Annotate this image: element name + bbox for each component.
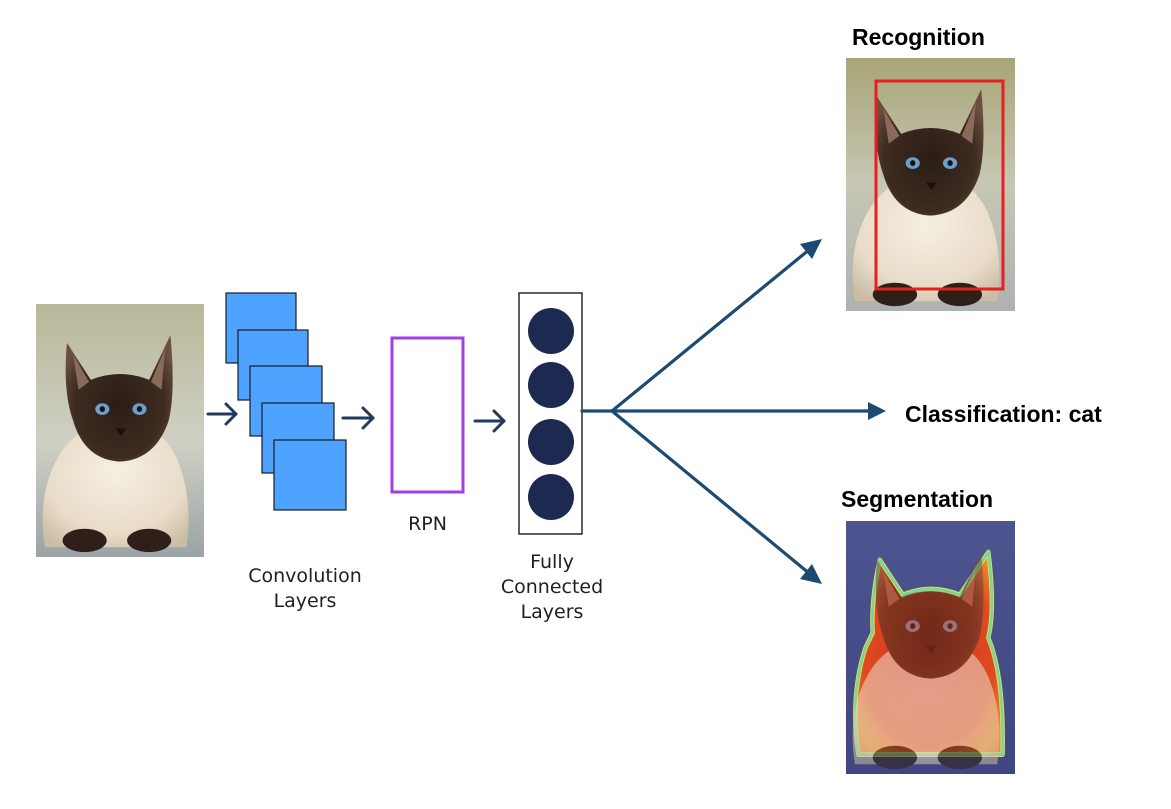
fc-node-2 [528, 362, 574, 408]
rpn-label: RPN [408, 513, 447, 535]
arrow-input-to-conv [206, 402, 238, 426]
arrow-to-recognition [610, 247, 812, 413]
fc-node-1 [528, 308, 574, 354]
segmentation-image [846, 521, 1015, 774]
fc-node-4 [528, 474, 574, 520]
conv-layer-5 [273, 439, 347, 511]
output-arrows [580, 247, 874, 576]
rpn-box [390, 336, 465, 494]
conv-layers [225, 292, 347, 511]
fc-layers [518, 292, 583, 535]
input-image [36, 304, 204, 557]
arrowhead-classification [868, 402, 886, 420]
bounding-box [874, 79, 1005, 291]
recognition-image [846, 58, 1015, 311]
arrowhead-segmentation [800, 564, 822, 584]
arrow-to-segmentation [610, 409, 812, 576]
fc-layers-label: Fully Connected Layers [500, 551, 604, 623]
arrow-conv-to-rpn [341, 406, 375, 430]
recognition-label: Recognition [852, 24, 985, 50]
fc-node-3 [528, 419, 574, 465]
conv-layers-label: Convolution Layers [248, 565, 362, 612]
arrowhead-recognition [800, 239, 822, 259]
classification-label: Classification: cat [905, 401, 1102, 427]
segmentation-label: Segmentation [841, 486, 994, 512]
arrow-rpn-to-fc [473, 409, 506, 433]
